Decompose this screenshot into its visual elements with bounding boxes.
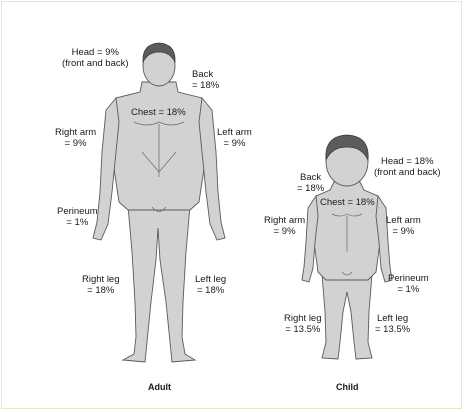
adult-perineum-label: Perineum = 1%	[57, 207, 98, 228]
child-caption: Child	[336, 382, 359, 393]
child-left-leg-label: Left leg = 13.5%	[375, 314, 410, 335]
adult-legs	[123, 206, 195, 362]
child-right-leg-label: Right leg = 13.5%	[284, 314, 322, 335]
adult-chest-label: Chest = 18%	[131, 108, 186, 119]
adult-left-leg-label: Left leg = 18%	[195, 275, 226, 296]
child-left-arm-label: Left arm = 9%	[386, 216, 421, 237]
adult-back-label: Back = 18%	[192, 70, 219, 91]
child-right-arm	[302, 196, 318, 282]
child-chest-label: Chest = 18%	[320, 198, 375, 209]
child-head-label: Head = 18% (front and back)	[374, 157, 441, 178]
adult-right-arm-label: Right arm = 9%	[55, 128, 96, 149]
adult-right-leg-label: Right leg = 18%	[82, 275, 120, 296]
adult-left-arm-label: Left arm = 9%	[217, 128, 252, 149]
adult-caption: Adult	[148, 382, 171, 393]
child-back-label: Back = 18%	[297, 173, 324, 194]
child-legs	[322, 274, 372, 359]
child-right-arm-label: Right arm = 9%	[264, 216, 305, 237]
child-perineum-label: Perineum = 1%	[388, 274, 429, 295]
child-left-arm	[376, 196, 392, 282]
adult-head-label: Head = 9% (front and back)	[62, 48, 129, 69]
